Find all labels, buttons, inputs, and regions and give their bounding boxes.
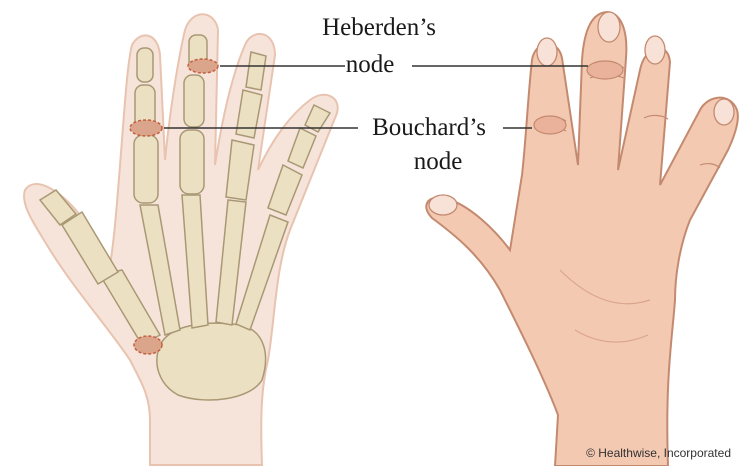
skeleton-hand [24, 14, 338, 465]
heberden-node-skeleton [188, 59, 218, 73]
heberden-node-label-line2: node [330, 51, 410, 79]
copyright-credit: © Healthwise, Incorporated [586, 446, 731, 460]
bouchard-node-label-line2: node [398, 148, 478, 176]
right-hand-skin [426, 12, 738, 466]
thumb-joint-node [134, 336, 162, 354]
heberden-node-label-line1: Heberden’s [309, 14, 449, 42]
bouchard-node-skeleton [130, 120, 162, 136]
bouchard-node-label-line1: Bouchard’s [359, 114, 499, 142]
bouchard-node-hand [534, 116, 566, 134]
carpal-bones [157, 323, 266, 400]
heberden-node-hand [587, 61, 623, 79]
external-hand [426, 12, 738, 466]
